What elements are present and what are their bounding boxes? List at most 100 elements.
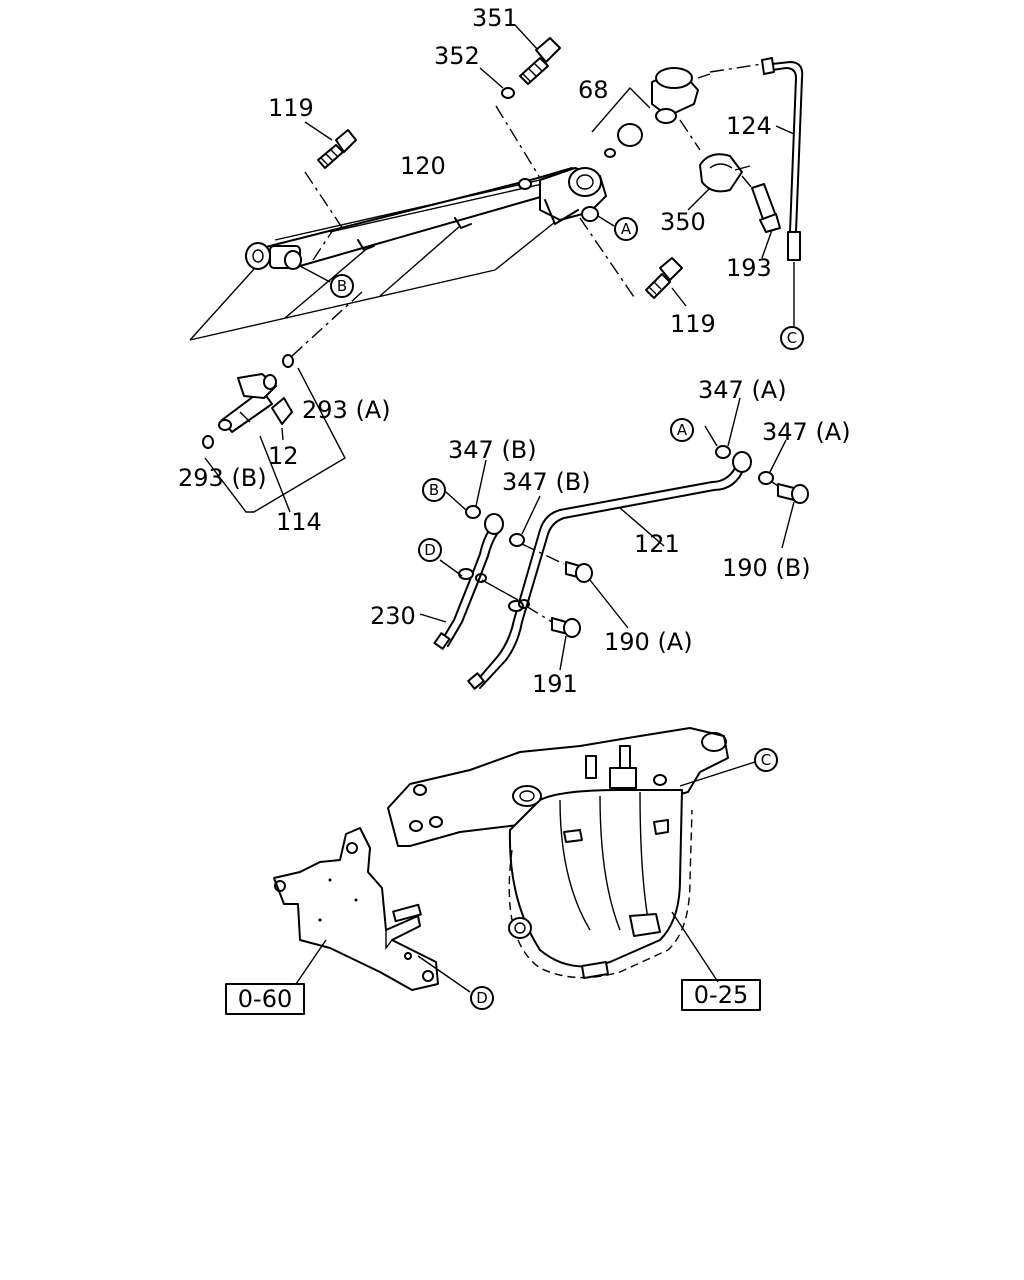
dash-124 <box>709 63 763 73</box>
washer-347a-1[interactable] <box>715 445 731 459</box>
washer-347b-1[interactable] <box>465 505 481 519</box>
leader-a1 <box>597 215 615 227</box>
dash-193 <box>741 175 753 189</box>
marker-d1: D <box>418 538 442 562</box>
leader-193 <box>761 229 773 259</box>
leader-c2 <box>679 761 756 787</box>
marker-c1: C <box>780 326 804 350</box>
svg-text:0-25: 0-25 <box>694 981 748 1009</box>
bracket-plate[interactable] <box>273 827 439 991</box>
leader-025 <box>671 911 719 983</box>
leader-230-bracket <box>481 579 519 601</box>
leader-114 <box>259 435 291 513</box>
svg-text:D: D <box>424 541 436 559</box>
injector-114[interactable] <box>218 373 277 433</box>
leader-124 <box>775 125 795 135</box>
leader-68 <box>591 86 651 133</box>
svg-text:0-60: 0-60 <box>238 985 292 1013</box>
dash-119-lower <box>579 217 637 301</box>
svg-text:B: B <box>429 481 439 499</box>
leader-347a-1 <box>727 397 741 447</box>
leader-347a-2 <box>769 439 787 473</box>
bolt-351[interactable] <box>519 37 561 85</box>
label-347b-1: 347 (B) <box>448 436 537 464</box>
bolt-hole-230 <box>475 573 487 583</box>
marker-a2: A <box>670 418 694 442</box>
bolt-191[interactable] <box>551 617 581 638</box>
leader-a2 <box>704 425 718 447</box>
label-293b: 293 (B) <box>178 464 267 492</box>
bolt-190b[interactable] <box>777 483 809 504</box>
leader-191 <box>559 635 567 671</box>
label-293a: 293 (A) <box>302 396 391 424</box>
label-352: 352 <box>434 42 480 70</box>
washer-347b-2[interactable] <box>509 533 525 547</box>
label-230: 230 <box>370 602 416 630</box>
leader-119-upper-label <box>304 121 333 141</box>
dash-190b <box>771 481 779 487</box>
pressure-regulator[interactable] <box>651 67 711 124</box>
o-ring-352[interactable] <box>501 87 515 99</box>
bolt-190a[interactable] <box>565 561 593 583</box>
svg-text:B: B <box>337 277 347 295</box>
label-193: 193 <box>726 254 772 282</box>
o-ring-293b[interactable] <box>202 435 214 449</box>
dash-352 <box>495 105 541 179</box>
label-124: 124 <box>726 112 772 140</box>
dash-190a <box>521 543 565 565</box>
leader-351 <box>514 24 539 51</box>
leader-b2 <box>445 491 467 511</box>
bolt-119-upper[interactable] <box>317 129 357 169</box>
leader-352 <box>479 67 504 89</box>
hose-124[interactable] <box>761 57 804 261</box>
washer-347a-2[interactable] <box>758 471 774 485</box>
leader-b1 <box>299 265 331 283</box>
o-ring-68[interactable] <box>617 123 643 147</box>
marker-b1: B <box>330 274 354 298</box>
marker-c2: C <box>754 748 778 772</box>
intake-manifold[interactable] <box>387 727 729 979</box>
leader-350 <box>687 187 711 211</box>
leader-190b <box>781 501 795 549</box>
bolt-193[interactable] <box>751 183 781 233</box>
marker-b2: B <box>422 478 446 502</box>
o-ring-293a[interactable] <box>282 354 294 368</box>
leader-12 <box>281 427 284 441</box>
ref-box-0-25[interactable]: 0-25 <box>681 979 761 1011</box>
dash-191 <box>525 605 553 623</box>
label-347a-1: 347 (A) <box>698 376 787 404</box>
label-347a-2: 347 (A) <box>762 418 851 446</box>
label-12: 12 <box>268 442 299 470</box>
leader-347b-2 <box>521 495 541 535</box>
clip-12[interactable] <box>271 397 293 425</box>
label-350: 350 <box>660 208 706 236</box>
clip-350[interactable] <box>699 153 751 193</box>
rail-perspective-plane <box>189 221 556 341</box>
label-114: 114 <box>276 508 322 536</box>
o-ring-small[interactable] <box>604 148 616 158</box>
bolt-hole-121 <box>518 599 530 609</box>
label-191: 191 <box>532 670 578 698</box>
label-120: 120 <box>400 152 446 180</box>
label-190a: 190 (A) <box>604 628 693 656</box>
label-190b: 190 (B) <box>722 554 811 582</box>
label-351: 351 <box>472 4 518 32</box>
fuel-pipe-121[interactable] <box>467 451 752 690</box>
leader-230 <box>419 613 447 623</box>
dash-injector <box>291 291 363 357</box>
svg-text:C: C <box>787 329 797 347</box>
svg-text:A: A <box>677 421 688 439</box>
bolt-119-lower[interactable] <box>645 257 683 299</box>
leader-347b-1 <box>475 459 487 507</box>
fuel-pipe-230[interactable] <box>433 513 504 650</box>
fuel-rail[interactable] <box>245 167 607 270</box>
ref-box-0-60[interactable]: 0-60 <box>225 983 305 1015</box>
bracket-114 <box>204 367 346 513</box>
svg-text:C: C <box>761 751 771 769</box>
label-119-lower: 119 <box>670 310 716 338</box>
svg-text:D: D <box>476 989 488 1007</box>
leader-121 <box>619 507 665 547</box>
marker-d2: D <box>470 986 494 1010</box>
svg-text:A: A <box>621 220 632 238</box>
